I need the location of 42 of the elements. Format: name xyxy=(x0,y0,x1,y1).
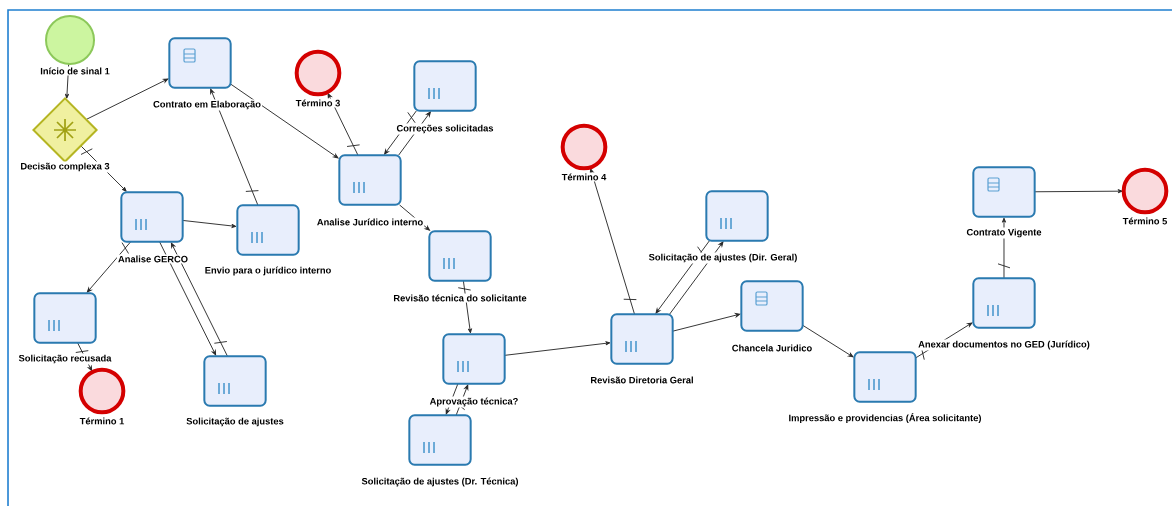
task-label: Analise Jurídico interno xyxy=(315,217,425,227)
event-label: Término 1 xyxy=(78,416,126,426)
task-label: Solicitação de ajustes (Dir. Geral) xyxy=(647,252,799,264)
task-label: Solicitação de ajustes (Dr. Técnica) xyxy=(360,476,520,488)
task-label: Solicitação recusada xyxy=(17,353,113,365)
arrow xyxy=(75,342,93,372)
arrow xyxy=(997,217,1011,279)
task-label: Contrato em Elaboração xyxy=(152,99,262,111)
arrow xyxy=(399,204,430,231)
arrow xyxy=(504,341,611,356)
task-label: Revisão técnica do solicitante xyxy=(392,293,528,303)
arrow xyxy=(445,383,459,415)
task-label: Revisão Diretoria Geral xyxy=(589,375,695,385)
task-label: Aprovação técnica? xyxy=(428,396,520,408)
event-label: Início de sinal 1 xyxy=(39,66,111,76)
arrow xyxy=(159,241,217,356)
arrow xyxy=(230,83,339,159)
task-label: Contrato Vigente xyxy=(965,227,1043,239)
arrow xyxy=(672,313,741,332)
arrow xyxy=(669,241,724,315)
arrow xyxy=(802,324,854,358)
gateway-label: Decisão complexa 3 xyxy=(19,161,111,173)
arrow xyxy=(170,242,228,357)
arrow xyxy=(1034,189,1123,194)
arrow xyxy=(182,220,237,228)
task-label: Envio para o jurídico interno xyxy=(203,265,333,277)
task-label: Analise GERCO xyxy=(116,254,190,264)
arrow xyxy=(210,88,259,206)
arrow xyxy=(86,241,131,293)
task-label: Correções solicitadas xyxy=(395,123,495,135)
arrow xyxy=(589,168,637,315)
arrow xyxy=(327,93,361,156)
event-label: Término 4 xyxy=(560,172,608,182)
task-label: Impressão e providencias (Área solicitante) xyxy=(787,411,983,425)
task-label: Anexar documentos no GED (Jurídico) xyxy=(917,339,1091,351)
task-label: Solicitação de ajustes xyxy=(185,416,285,428)
event-label: Término 5 xyxy=(1121,216,1169,226)
arrow xyxy=(655,240,710,314)
event-label: Término 3 xyxy=(294,98,342,108)
arrow xyxy=(86,78,169,120)
arrow xyxy=(64,63,70,99)
task-label: Chancela Juridico xyxy=(730,343,814,353)
